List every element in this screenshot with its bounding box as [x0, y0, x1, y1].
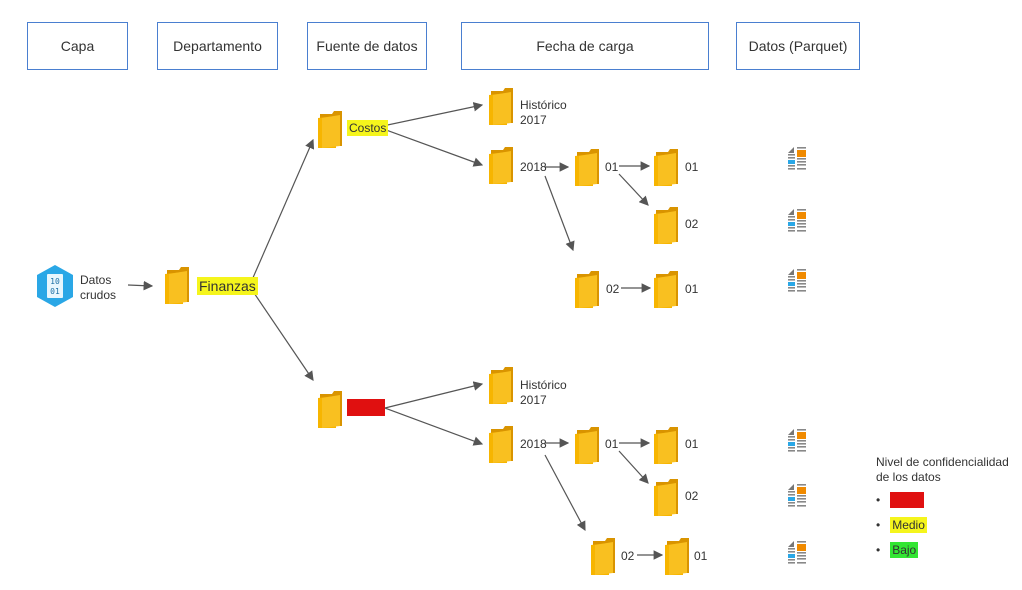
arrow-costos-to-hist: [377, 102, 484, 128]
header-datos: Datos (Parquet): [736, 22, 860, 70]
raw-line1: Datos: [80, 273, 112, 287]
historic-line2: 2017: [520, 393, 547, 407]
source-costos-label: Costos: [347, 120, 389, 136]
legend-item-alto: • Alto: [876, 492, 925, 508]
arrow-costos-to-2018: [377, 126, 484, 167]
parquet-file-icon: [786, 537, 808, 567]
header-capa: Capa: [27, 22, 128, 70]
legend-swatch-bajo: Bajo: [890, 542, 919, 558]
day-label: 01: [685, 160, 699, 174]
arrow-dept-to-bottom: [251, 289, 314, 381]
department-text: Finanzas: [197, 277, 258, 295]
folder-icon: [318, 110, 344, 148]
folder-icon: [654, 148, 680, 186]
day-label: 02: [685, 489, 699, 503]
day-label: 01: [685, 437, 699, 451]
arrow-raw-to-dept: [127, 280, 154, 291]
svg-text:10: 10: [50, 277, 60, 286]
legend-bullet: •: [876, 543, 881, 557]
source-costos-text: Costos: [347, 120, 389, 136]
day-label: 02: [685, 217, 699, 231]
legend-title-line1: Nivel de confidencialidad: [876, 455, 1009, 469]
svg-text:01: 01: [50, 287, 60, 296]
month-label: 01: [605, 160, 619, 174]
parquet-file-icon: [786, 265, 808, 295]
parquet-file-icon: [786, 205, 808, 235]
arrow-2018-to-02: [544, 175, 575, 252]
legend-title-line2: de los datos: [876, 470, 941, 484]
legend-item-medio: • Medio: [876, 517, 927, 533]
legend-swatch-medio: Medio: [890, 517, 927, 533]
folder-icon: [654, 478, 680, 516]
legend-swatch-alto: Alto: [890, 492, 925, 508]
historic-label: Histórico 2017: [520, 378, 567, 408]
historic-label: Histórico 2017: [520, 98, 567, 128]
day-label: 01: [685, 282, 699, 296]
folder-icon: [591, 537, 617, 575]
historic-line2: 2017: [520, 113, 547, 127]
legend-bullet: •: [876, 518, 881, 532]
folder-icon: [489, 87, 515, 125]
arrow-01-to-02: [618, 173, 649, 206]
legend-bullet: •: [876, 493, 881, 507]
folder-icon: [575, 148, 601, 186]
month-label: 01: [605, 437, 619, 451]
header-fecha: Fecha de carga: [461, 22, 709, 70]
header-fuente-label: Fuente de datos: [316, 38, 418, 54]
header-capa-label: Capa: [60, 38, 95, 54]
legend-item-bajo: • Bajo: [876, 542, 919, 558]
source-bottom-label: [347, 399, 385, 420]
folder-icon: [489, 366, 515, 404]
folder-icon: [318, 390, 344, 428]
folder-icon: [489, 425, 515, 463]
month-label: 02: [606, 282, 620, 296]
raw-data-label: Datos crudos: [80, 273, 116, 303]
parquet-file-icon: [786, 143, 808, 173]
folder-icon: [575, 270, 601, 308]
day-label: 01: [694, 549, 708, 563]
header-datos-label: Datos (Parquet): [748, 38, 848, 54]
header-departamento: Departamento: [157, 22, 278, 70]
department-label: Finanzas: [197, 277, 258, 295]
year-label: 2018: [520, 160, 547, 174]
header-fecha-label: Fecha de carga: [536, 38, 634, 54]
historic-line1: Histórico: [520, 378, 567, 392]
arrow-dept-to-costos: [251, 138, 315, 281]
header-departamento-label: Departamento: [173, 38, 262, 54]
legend-title: Nivel de confidencialidad de los datos: [876, 455, 1009, 485]
folder-icon: [654, 206, 680, 244]
header-fuente: Fuente de datos: [307, 22, 427, 70]
folder-icon: [665, 537, 691, 575]
folder-icon: [575, 426, 601, 464]
folder-icon: [165, 266, 191, 304]
historic-line1: Histórico: [520, 98, 567, 112]
year-label: 2018: [520, 437, 547, 451]
raw-data-icon: 10 01: [37, 265, 73, 307]
parquet-file-icon: [786, 425, 808, 455]
raw-line2: crudos: [80, 288, 117, 302]
parquet-file-icon: [786, 480, 808, 510]
source-bottom-text: [347, 399, 385, 416]
folder-icon: [654, 426, 680, 464]
folder-icon: [654, 270, 680, 308]
arrow-b2018-to-02: [544, 454, 586, 532]
arrow-bottom-to-hist: [384, 381, 484, 409]
arrow-b01-to-02: [618, 450, 649, 484]
folder-icon: [489, 146, 515, 184]
month-label: 02: [621, 549, 635, 563]
arrow-bottom-to-2018: [384, 407, 484, 446]
